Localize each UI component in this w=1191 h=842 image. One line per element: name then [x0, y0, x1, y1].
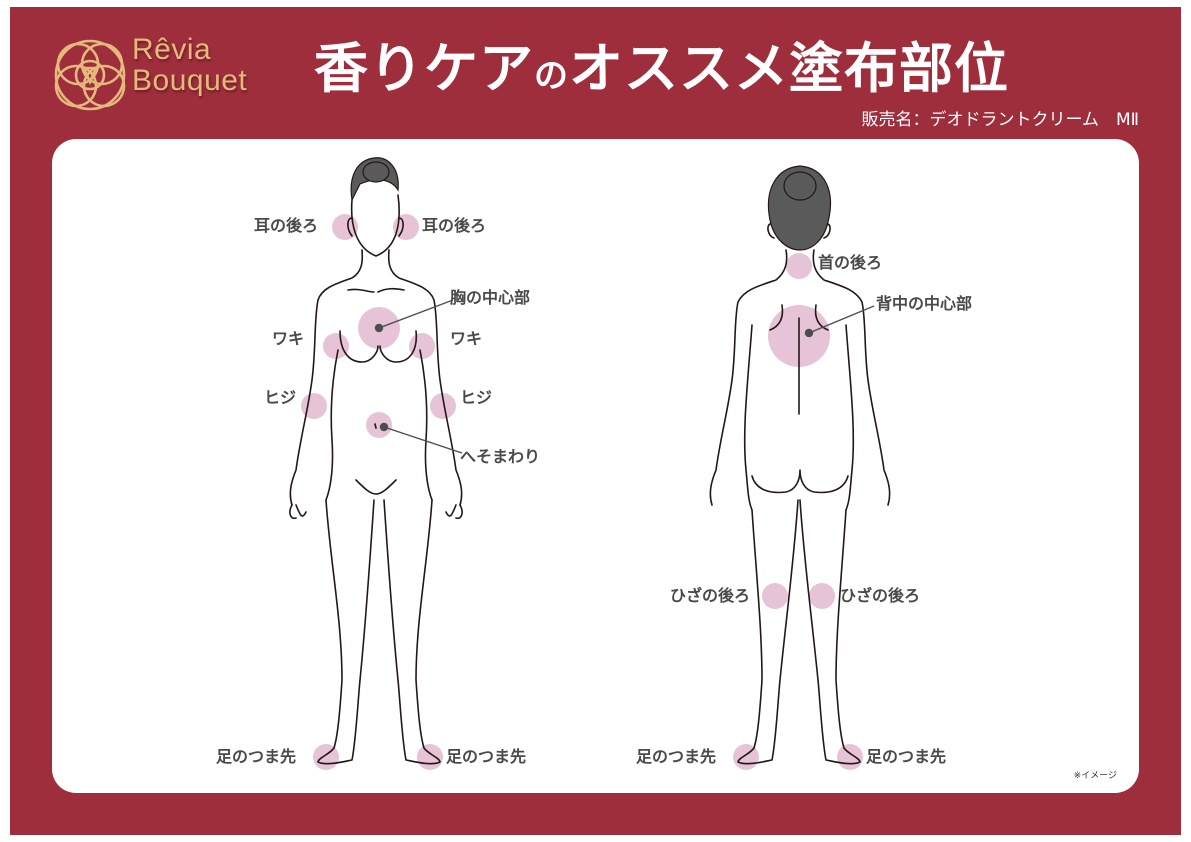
label-knee-back-left: ひざの後ろ [670, 586, 751, 605]
brand-name-line2: Bouquet [132, 64, 248, 97]
body-diagram [289, 157, 891, 770]
label-front-ear-right: 耳の後ろ [422, 216, 487, 235]
product-name: 販売名：デオドラントクリーム MⅡ [861, 110, 1139, 130]
label-neck-back: 首の後ろ [818, 253, 883, 272]
label-front-toes-left: 足のつま先 [216, 747, 297, 766]
image-disclaimer: ※イメージ [1073, 771, 1117, 781]
brand-logo: Rêvia Bouquet [50, 32, 290, 118]
title-part-1: 香りケア [314, 37, 534, 100]
label-back-center: 背中の中心部 [876, 294, 973, 313]
label-armpit-right: ワキ [450, 329, 483, 348]
label-back-toes-right: 足のつま先 [866, 747, 947, 766]
page-title: 香りケアのオススメ塗布部位 [314, 36, 1009, 109]
back-figure [709, 165, 891, 770]
title-part-2: オススメ塗布部位 [569, 37, 1009, 100]
label-chest-center: 胸の中心部 [450, 288, 531, 307]
label-navel-area: へそまわり [460, 447, 541, 466]
rose-icon [54, 39, 126, 111]
label-front-ear-left: 耳の後ろ [254, 216, 319, 235]
label-knee-back-right: ひざの後ろ [840, 586, 921, 605]
label-elbow-right: ヒジ [460, 388, 493, 407]
label-back-toes-left: 足のつま先 [636, 747, 717, 766]
label-armpit-left: ワキ [272, 329, 305, 348]
label-elbow-left: ヒジ [264, 388, 297, 407]
title-particle: の [534, 56, 569, 96]
label-front-toes-right: 足のつま先 [446, 747, 527, 766]
brand-name: Rêvia Bouquet [132, 34, 247, 96]
diagram-panel: 耳の後ろ 耳の後ろ 胸の中心部 ワキ ワキ ヒジ ヒジ へそまわり 足のつま先 … [52, 139, 1139, 793]
front-figure [289, 157, 463, 770]
brand-name-line1: Rêvia [132, 33, 212, 66]
